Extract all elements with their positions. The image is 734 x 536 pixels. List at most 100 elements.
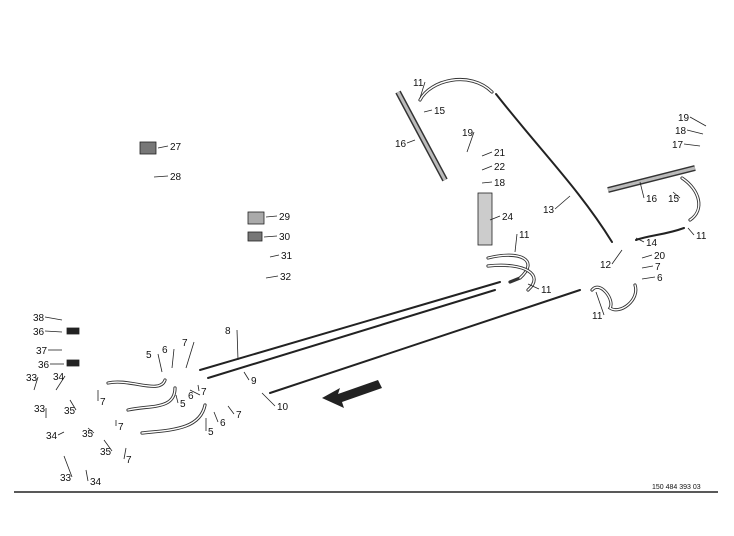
part-label-35: 35 xyxy=(100,447,112,458)
part-label-34: 34 xyxy=(53,372,65,383)
leader-line xyxy=(85,469,89,482)
leader-line xyxy=(33,376,39,391)
part-label-35: 35 xyxy=(82,429,94,440)
part-label-11: 11 xyxy=(519,230,530,241)
part-labels: 2728293031321115161921221824111113122076… xyxy=(26,78,707,488)
part-label-11: 11 xyxy=(696,231,707,242)
components xyxy=(66,90,696,367)
leader-line xyxy=(635,237,645,243)
part-label-5: 5 xyxy=(180,399,186,410)
leader-line xyxy=(243,371,250,381)
leader-line xyxy=(481,181,493,184)
leader-line xyxy=(157,353,163,373)
part-label-38: 38 xyxy=(33,313,45,324)
leader-line xyxy=(554,195,571,210)
leader-line xyxy=(265,215,278,218)
part-label-7: 7 xyxy=(100,397,106,408)
part-label-5: 5 xyxy=(146,350,152,361)
part-label-33: 33 xyxy=(34,404,46,415)
leader-line xyxy=(236,329,239,361)
part-label-8: 8 xyxy=(225,326,231,337)
part-label-28: 28 xyxy=(170,172,182,183)
part-label-11: 11 xyxy=(413,78,424,89)
leader-line xyxy=(639,181,645,199)
leader-line xyxy=(57,431,65,436)
part-label-36: 36 xyxy=(38,360,50,371)
part-label-32: 32 xyxy=(280,272,292,283)
part-label-6: 6 xyxy=(220,418,226,429)
leader-line xyxy=(213,411,219,423)
part-label-7: 7 xyxy=(126,455,132,466)
part-label-7: 7 xyxy=(201,387,207,398)
part-label-34: 34 xyxy=(46,431,58,442)
leader-line xyxy=(611,249,623,265)
part-label-15: 15 xyxy=(668,194,680,205)
leader-line xyxy=(419,81,426,99)
leader-line xyxy=(263,235,278,238)
leader-line xyxy=(686,129,704,135)
part-label-11: 11 xyxy=(592,311,603,322)
leader-line xyxy=(123,447,127,460)
part-label-35: 35 xyxy=(64,406,76,417)
leader-line xyxy=(689,116,707,127)
leader-line xyxy=(687,227,695,236)
part-label-18: 18 xyxy=(675,126,687,137)
part-label-10: 10 xyxy=(277,402,289,413)
leader-line xyxy=(189,389,201,396)
leader-line xyxy=(672,191,681,199)
part-label-33: 33 xyxy=(26,373,38,384)
leader-line xyxy=(55,375,66,391)
leader-line xyxy=(153,175,169,178)
part-label-7: 7 xyxy=(236,410,242,421)
leader-line xyxy=(197,384,200,392)
leader-line xyxy=(87,427,95,434)
part-label-34: 34 xyxy=(90,477,102,488)
part-label-6: 6 xyxy=(188,391,194,402)
part-label-17: 17 xyxy=(672,140,684,151)
part-label-16: 16 xyxy=(646,194,658,205)
part-label-37: 37 xyxy=(36,346,48,357)
leader-line xyxy=(489,215,501,221)
leader-line xyxy=(683,143,701,147)
part-label-31: 31 xyxy=(281,251,293,262)
part-label-6: 6 xyxy=(657,273,663,284)
part-label-24: 24 xyxy=(502,212,514,223)
leader-line xyxy=(481,165,493,171)
part-label-29: 29 xyxy=(279,212,291,223)
leader-line xyxy=(103,439,113,452)
leader-line xyxy=(175,394,179,404)
part-label-6: 6 xyxy=(162,345,168,356)
leader-line xyxy=(261,392,276,407)
leader-line xyxy=(44,330,63,333)
leader-line xyxy=(69,399,77,411)
part-label-13: 13 xyxy=(543,205,555,216)
part-label-9: 9 xyxy=(251,376,257,387)
part-label-33: 33 xyxy=(60,473,72,484)
part-label-5: 5 xyxy=(208,427,214,438)
leader-line xyxy=(423,109,433,113)
leader-line xyxy=(171,348,175,369)
leader-line xyxy=(63,455,73,478)
leader-line xyxy=(269,254,280,258)
part-label-7: 7 xyxy=(655,262,661,273)
direction-arrow xyxy=(322,380,382,408)
part-label-7: 7 xyxy=(182,338,188,349)
drawing-number: 150 484 393 03 xyxy=(652,484,701,491)
pipes xyxy=(106,77,701,435)
leader-line xyxy=(595,291,605,316)
leader-line xyxy=(157,145,169,149)
part-label-15: 15 xyxy=(434,106,446,117)
part-label-14: 14 xyxy=(646,238,658,249)
leader-line xyxy=(185,341,195,369)
part-label-21: 21 xyxy=(494,148,506,159)
part-label-30: 30 xyxy=(279,232,291,243)
leader-line xyxy=(514,233,518,253)
part-label-19: 19 xyxy=(462,128,474,139)
leader-line xyxy=(641,265,654,269)
part-label-11: 11 xyxy=(541,285,552,296)
leader-line xyxy=(527,283,540,290)
part-label-36: 36 xyxy=(33,327,45,338)
leader-line xyxy=(44,316,63,321)
leader-line xyxy=(641,254,653,259)
